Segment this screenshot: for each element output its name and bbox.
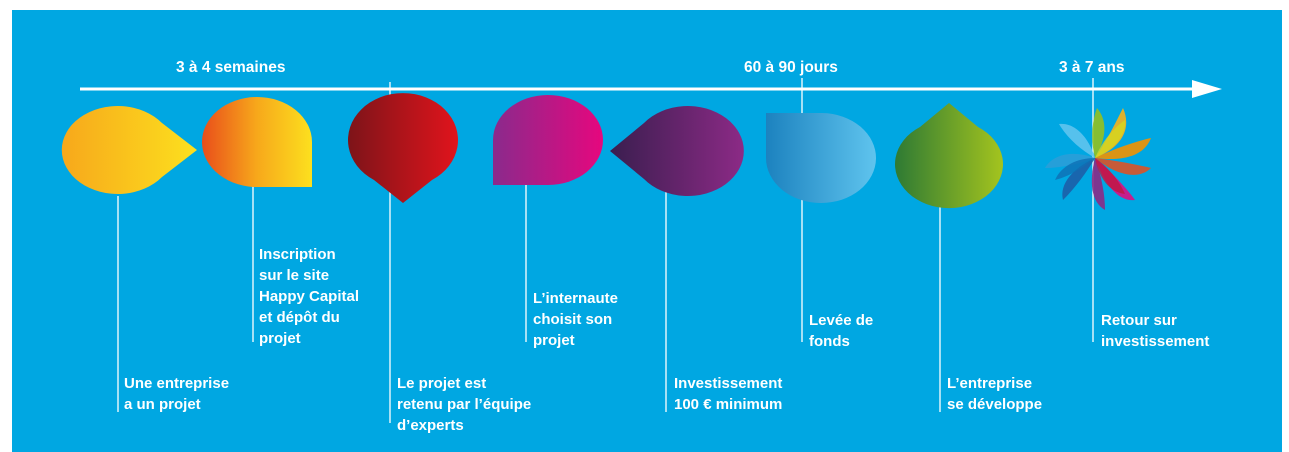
timeline-canvas: 3 à 4 semaines 60 à 90 jours 3 à 7 ans U… [12,10,1282,452]
range-label-years: 3 à 7 ans [1059,59,1125,76]
step-label-1: Une entreprise a un projet [124,375,230,413]
drop-shape-6 [766,113,876,203]
range-label-weeks: 3 à 4 semaines [176,59,286,76]
drop-shape-1 [61,106,197,194]
step-label-7: L’entreprise se développe [947,375,1043,413]
timeline-arrowhead [1192,80,1222,98]
drop-shape-7 [895,103,1004,209]
range-label-days: 60 à 90 jours [744,59,838,76]
step-label-6: Levée de fonds [809,312,874,350]
step-label-4: L’internaute choisit son projet [533,290,619,349]
step-label-3: Le projet est retenu par l’équipe d’expe… [397,375,532,434]
drop-shape-5 [610,106,744,197]
drop-shape-4 [493,95,603,185]
timeline-graphic [61,78,1222,423]
step-label-2: Inscription sur le site Happy Capital et… [259,246,360,347]
step-label-8: Retour sur investissement [1101,312,1210,350]
step-label-5: Investissement 100 € minimum [674,375,783,413]
flower-burst-icon [1045,108,1151,210]
drop-shape-2 [202,97,312,188]
drop-shape-3 [348,93,458,203]
